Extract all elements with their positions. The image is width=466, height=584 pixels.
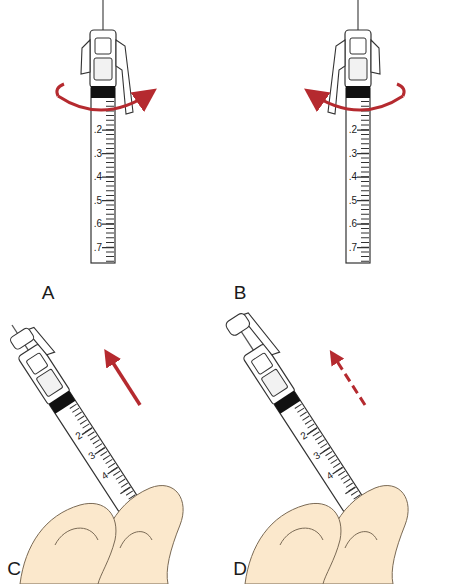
rotate-arrow [309,92,403,110]
scale-number: .4 [349,172,357,182]
finger [20,503,116,584]
scale-number: .6 [349,219,357,229]
panel-letter: A [42,283,55,302]
scale-number: .6 [94,219,102,229]
panel-letter: B [234,283,247,302]
scale-number: .7 [349,243,357,253]
slide-arrow [333,355,365,405]
syringe [328,0,380,263]
scale-number: .3 [349,149,357,159]
scale-number: .3 [94,149,102,159]
slide-arrow [108,355,140,405]
scale-number: .5 [94,196,102,206]
scale-number: .5 [349,196,357,206]
scale-number: .4 [94,172,102,182]
scale-number: .7 [94,243,102,253]
scale-number: .2 [94,125,102,135]
panel-letter: C [7,559,21,578]
panel-letter: D [233,559,247,578]
scale-number: .2 [349,125,357,135]
finger [245,503,341,584]
syringe [81,0,133,263]
rotate-arrow [58,92,152,110]
